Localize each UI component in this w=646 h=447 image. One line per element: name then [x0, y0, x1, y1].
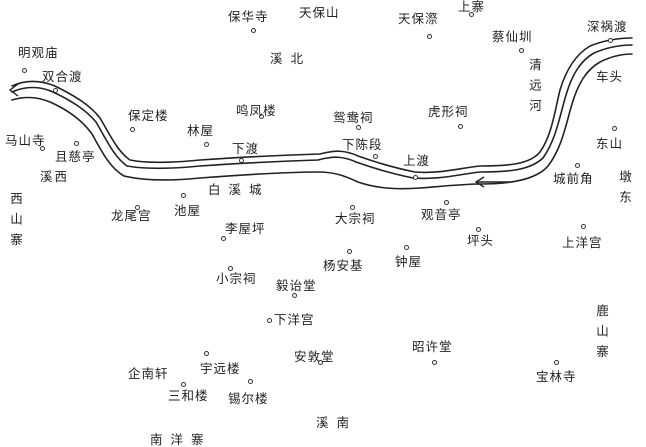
map-marker: [22, 68, 27, 73]
map-marker: [40, 146, 45, 151]
place-label: 小宗祠: [216, 271, 257, 286]
place-label: 天保漈: [398, 11, 439, 26]
map-marker: [53, 88, 58, 93]
map-marker: [135, 205, 140, 210]
map-marker: [267, 318, 272, 323]
map-marker: [292, 293, 297, 298]
place-label: 鸳鸯祠: [333, 110, 374, 125]
map-marker: [259, 114, 264, 119]
place-label: 东山: [596, 136, 624, 151]
place-label: 下洋宫: [274, 312, 315, 327]
map-marker: [221, 236, 226, 241]
map-marker: [404, 245, 409, 250]
map-marker: [427, 34, 432, 39]
map-marker: [204, 351, 209, 356]
place-label: 双合渡: [42, 69, 83, 84]
map-marker: [432, 360, 437, 365]
place-label: 保华寺: [228, 9, 269, 24]
place-label: 杨安基: [323, 258, 364, 273]
map-marker: [554, 360, 559, 365]
place-label: 天保山: [299, 5, 340, 20]
map-marker: [251, 28, 256, 33]
place-label: 下陈段: [342, 137, 383, 152]
flow-direction-arrow: [474, 176, 510, 188]
map-marker: [519, 48, 524, 53]
map-marker: [347, 249, 352, 254]
place-label: 坪头: [467, 233, 495, 248]
map-marker: [74, 141, 79, 146]
region-label: 清远河: [527, 58, 542, 120]
region-label: 墩东: [617, 170, 632, 211]
place-label: 大宗祠: [335, 211, 376, 226]
place-label: 城前角: [553, 171, 594, 186]
place-label: 下渡: [232, 141, 260, 156]
map-marker: [469, 12, 474, 17]
entry-arrow: [8, 83, 19, 97]
place-label: 宇远楼: [200, 361, 241, 376]
place-label: 林屋: [187, 123, 215, 138]
place-label: 上洋宫: [562, 235, 603, 250]
map-marker: [181, 382, 186, 387]
region-label: 西山寨: [8, 192, 23, 254]
place-label: 虎形祠: [428, 104, 469, 119]
region-label: 溪 南: [316, 415, 351, 430]
map-marker: [444, 200, 449, 205]
map-marker: [228, 266, 233, 271]
map-marker: [318, 360, 323, 365]
place-label: 明观庙: [18, 45, 59, 60]
map-marker: [130, 127, 135, 132]
place-label: 鸣凤楼: [236, 103, 277, 118]
place-label: 宝林寺: [536, 369, 577, 384]
region-label: 鹿山寨: [594, 304, 609, 366]
map-marker: [581, 224, 586, 229]
place-label: 钟屋: [395, 254, 423, 269]
map-marker: [476, 227, 481, 232]
river-bank-south: [11, 53, 633, 190]
place-label: 龙尾宫: [111, 208, 152, 223]
map-marker: [373, 154, 378, 159]
map-marker: [204, 142, 209, 147]
place-label: 企南轩: [128, 366, 169, 381]
region-label: 白 溪 城: [208, 182, 264, 197]
place-label: 毅诒堂: [276, 278, 317, 293]
map-marker: [181, 193, 186, 198]
place-label: 蔡仙圳: [492, 29, 533, 44]
map-marker: [248, 379, 253, 384]
place-label: 三和楼: [168, 388, 209, 403]
river-bank-north-inner: [11, 44, 633, 180]
place-label: 锡尔楼: [228, 391, 269, 406]
place-label: 车头: [596, 69, 624, 84]
place-label: 观音亭: [421, 207, 462, 222]
place-label: 安敦堂: [294, 349, 335, 364]
map-marker: [356, 125, 361, 130]
place-label: 马山寺: [5, 133, 46, 148]
place-label: 上渡: [403, 153, 431, 168]
map-marker: [413, 175, 418, 180]
map-marker: [458, 124, 463, 129]
map-marker: [350, 205, 355, 210]
place-label: 保定楼: [128, 108, 169, 123]
region-label: 南 洋 寨: [150, 432, 206, 447]
place-label: 李屋坪: [225, 221, 266, 236]
map-marker: [608, 38, 613, 43]
region-label: 溪西: [40, 169, 70, 184]
map-marker: [575, 163, 580, 168]
place-label: 池屋: [174, 203, 202, 218]
region-label: 溪 北: [270, 51, 305, 66]
river-bank-north: [11, 37, 633, 174]
map-marker: [612, 126, 617, 131]
place-label: 上寨: [458, 0, 486, 14]
map-marker: [239, 158, 244, 163]
place-label: 且慈亭: [55, 149, 96, 164]
place-label: 昭许堂: [412, 339, 453, 354]
place-label: 深祸渡: [587, 19, 628, 34]
